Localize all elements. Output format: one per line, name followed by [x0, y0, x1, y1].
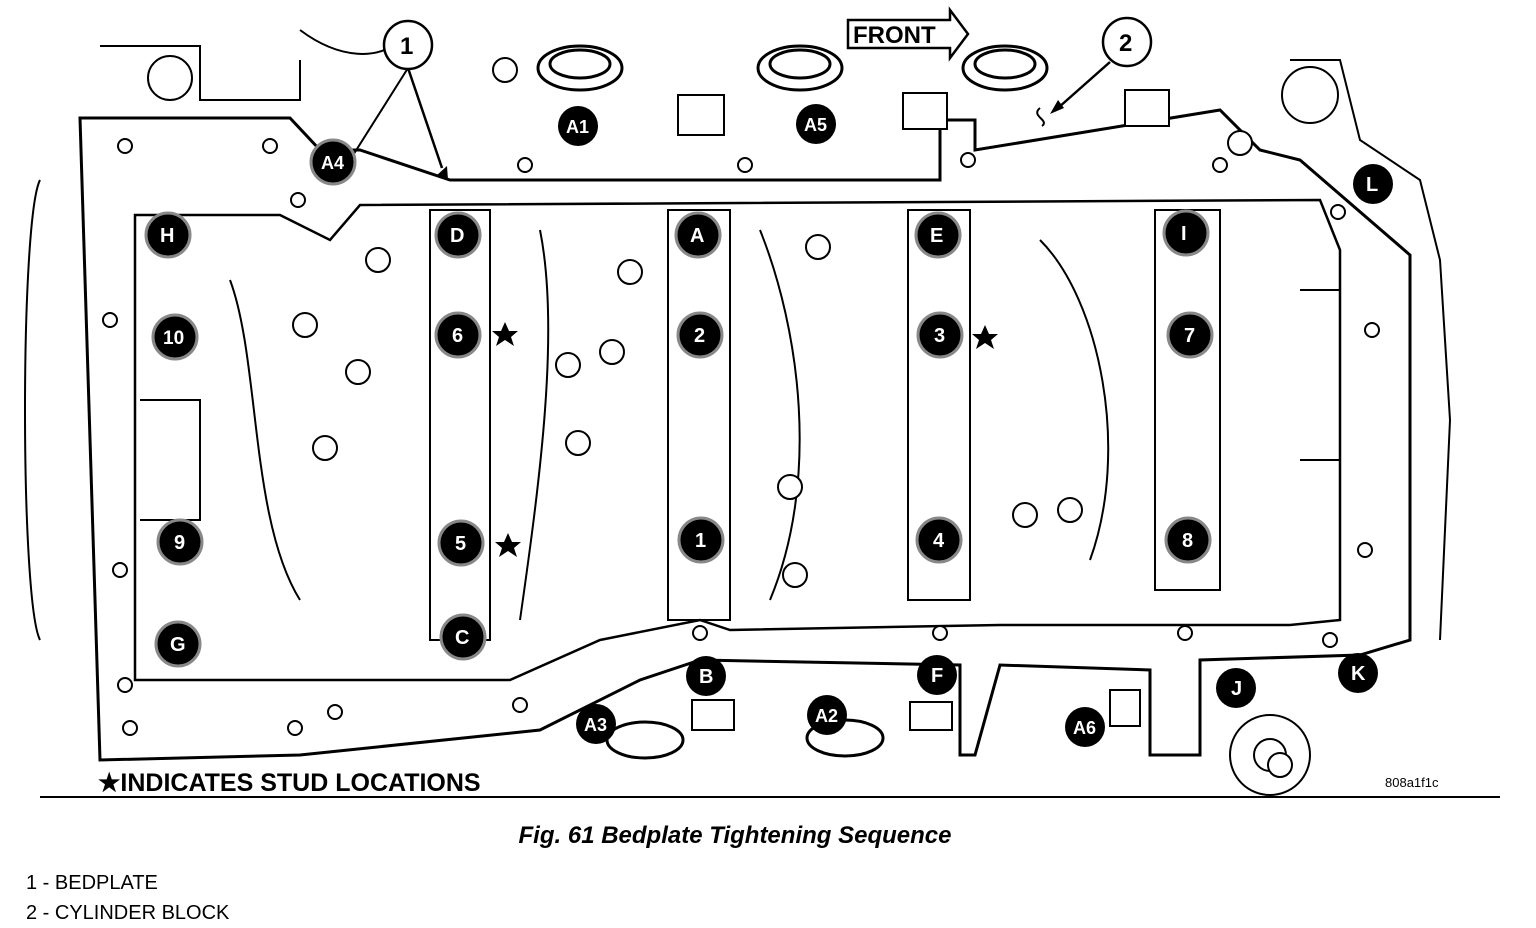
hex-bolt: [555, 352, 581, 378]
hex-bolt: [777, 474, 803, 500]
hex-bolt: [565, 430, 591, 456]
callout-1-number: 1: [400, 33, 413, 60]
front-direction-arrow: FRONT: [846, 6, 970, 62]
bedplate-flange: [78, 108, 1412, 762]
bolt-F: F: [917, 655, 957, 695]
stud-star-icon: [972, 325, 998, 349]
hex-bolt: [292, 312, 318, 338]
bolt-10: 10: [151, 313, 199, 361]
bolt-3: 3: [916, 311, 964, 359]
svg-text:A5: A5: [804, 115, 827, 135]
tightening-sequence-bolts: A1 A5 A4 L H D A E I 10 6 2 3 7 9 5 1 4 …: [144, 104, 1393, 747]
svg-text:F: F: [931, 665, 943, 687]
stud-markers: [492, 322, 998, 557]
bolt-9: 9: [156, 518, 204, 566]
flange-holes: [102, 138, 1380, 736]
cylinder-block-outline: [24, 29, 1452, 796]
svg-text:J: J: [1231, 678, 1242, 700]
hex-bolt: [599, 339, 625, 365]
svg-text:6: 6: [452, 325, 463, 347]
hex-bolt: [1267, 752, 1293, 778]
bolt-K: K: [1338, 653, 1378, 693]
svg-text:2: 2: [694, 325, 705, 347]
figure-caption: Fig. 61 Bedplate Tightening Sequence: [518, 822, 952, 849]
svg-text:B: B: [699, 666, 713, 688]
hex-bolt: [1057, 497, 1083, 523]
bolt-D: D: [434, 211, 482, 259]
bolt-5: 5: [437, 519, 485, 567]
hex-bolt-heads: [292, 57, 1293, 778]
svg-text:7: 7: [1184, 325, 1195, 347]
svg-text:4: 4: [933, 530, 945, 552]
svg-text:A3: A3: [584, 715, 607, 735]
figure-reference-code: 808a1f1c: [1385, 775, 1439, 790]
crankshaft-webs: [140, 209, 1341, 641]
svg-text:10: 10: [163, 328, 184, 349]
svg-text:I: I: [1181, 223, 1187, 245]
bolt-A: A: [674, 211, 722, 259]
svg-text:D: D: [450, 225, 464, 247]
bedplate-inner-opening: [133, 198, 1342, 682]
bolt-A3: A3: [576, 704, 616, 744]
hex-bolt: [492, 57, 518, 83]
hex-bolt: [1227, 130, 1253, 156]
svg-text:C: C: [455, 627, 469, 649]
svg-text:1: 1: [695, 530, 706, 552]
bolt-A2: A2: [807, 695, 847, 735]
svg-text:A: A: [690, 225, 704, 247]
bolt-E: E: [914, 211, 962, 259]
bolt-B: B: [686, 656, 726, 696]
hex-bolt: [365, 247, 391, 273]
svg-text:H: H: [160, 225, 174, 247]
bolt-A1: A1: [558, 106, 598, 146]
svg-text:9: 9: [174, 532, 185, 554]
hex-bolt: [805, 234, 831, 260]
stud-star-icon: [495, 533, 521, 557]
bolt-G: G: [154, 620, 202, 668]
hex-bolt: [345, 359, 371, 385]
bolt-A6: A6: [1065, 707, 1105, 747]
bolt-A4: A4: [309, 138, 357, 186]
hex-bolt: [617, 259, 643, 285]
svg-text:L: L: [1366, 174, 1378, 196]
bolt-I: I: [1162, 209, 1210, 257]
bolt-4: 4: [915, 516, 963, 564]
legend-item-cylinder-block: 2 - CYLINDER BLOCK: [26, 902, 230, 924]
bedplate-diagram: FRONT 1 2 A1 A5 A4 L H D A E I 10 6 2 3: [24, 6, 1500, 798]
hex-bolt: [312, 435, 338, 461]
bolt-H: H: [144, 211, 192, 259]
stud-location-note: ★INDICATES STUD LOCATIONS: [98, 769, 481, 797]
bolt-8: 8: [1164, 516, 1212, 564]
svg-text:A4: A4: [321, 153, 344, 173]
bolt-A5: A5: [796, 104, 836, 144]
bolt-2: 2: [676, 311, 724, 359]
svg-text:3: 3: [934, 325, 945, 347]
svg-text:A2: A2: [815, 706, 838, 726]
flange-pads: [677, 89, 1170, 731]
svg-text:5: 5: [455, 533, 466, 555]
bolt-6: 6: [434, 311, 482, 359]
bolt-7: 7: [1166, 311, 1214, 359]
svg-text:K: K: [1351, 663, 1366, 685]
svg-text:E: E: [930, 225, 943, 247]
svg-text:8: 8: [1182, 530, 1193, 552]
bolt-C: C: [439, 613, 487, 661]
bolt-1: 1: [677, 516, 725, 564]
legend-item-bedplate: 1 - BEDPLATE: [26, 872, 158, 894]
bolt-L: L: [1353, 164, 1393, 204]
bolt-J: J: [1216, 668, 1256, 708]
callout-2-number: 2: [1119, 30, 1132, 57]
svg-text:A6: A6: [1073, 718, 1096, 738]
svg-text:A1: A1: [566, 117, 589, 137]
stud-star-icon: [492, 322, 518, 346]
hex-bolt: [1012, 502, 1038, 528]
svg-text:G: G: [170, 634, 186, 656]
callout-2-cylinder-block: 2: [1036, 16, 1153, 127]
callout-1-bedplate: 1: [349, 19, 448, 180]
hex-bolt: [782, 562, 808, 588]
front-label: FRONT: [853, 22, 936, 49]
